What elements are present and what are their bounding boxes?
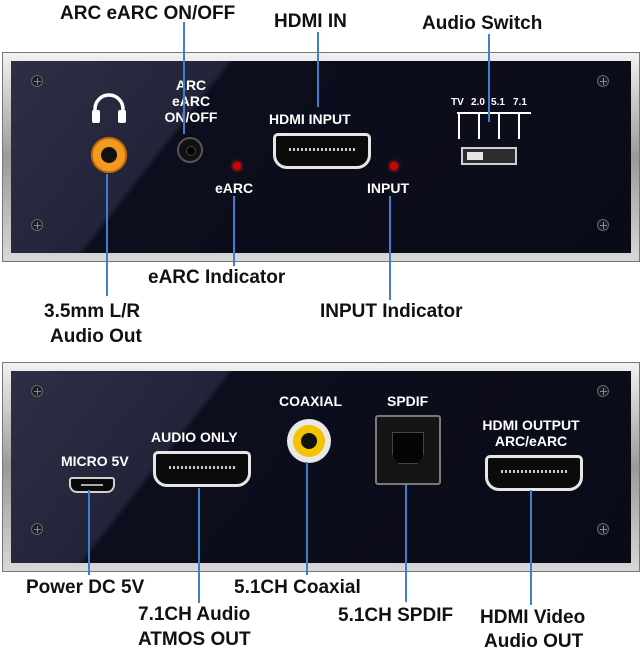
headphone-jack[interactable] [91, 137, 127, 173]
callout-hdmi-out-2: Audio OUT [484, 631, 584, 652]
switch-position-labels: TV 2.0 5.1 7.1 [451, 97, 527, 108]
hdmi-input-port[interactable] [273, 133, 371, 169]
screw [31, 219, 43, 231]
screw [31, 75, 43, 87]
screw [597, 219, 609, 231]
micro-usb-port[interactable] [69, 477, 115, 493]
switch-marks [457, 112, 531, 139]
hdmi-output-port[interactable] [485, 455, 583, 491]
callout-line [389, 196, 391, 300]
screw [597, 75, 609, 87]
earc-led [233, 162, 241, 170]
coaxial-label: COAXIAL [279, 393, 342, 409]
hdmi-audio-only-port[interactable] [153, 451, 251, 487]
callout-line [317, 32, 319, 107]
callout-power: Power DC 5V [26, 577, 145, 598]
callout-line [198, 488, 200, 603]
callout-line [106, 174, 108, 296]
callout-earc-indicator: eARC Indicator [148, 267, 286, 288]
callout-coaxial: 5.1CH Coaxial [234, 577, 361, 598]
callout-arc-onoff: ARC eARC ON/OFF [60, 3, 236, 24]
micro-5v-label: MICRO 5V [61, 453, 129, 469]
callout-line [530, 490, 532, 605]
headphones-icon [92, 93, 126, 123]
callout-line [405, 484, 407, 602]
callout-line [306, 462, 308, 575]
callout-spdif: 5.1CH SPDIF [338, 605, 454, 626]
screw [597, 385, 609, 397]
spdif-label: SPDIF [387, 393, 429, 409]
callout-atmos-1: 7.1CH Audio [138, 604, 251, 625]
callout-atmos-2: ATMOS OUT [138, 629, 251, 650]
hdmi-output-label: HDMI OUTPUT ARC/eARC [482, 417, 580, 449]
switch-slider[interactable] [467, 152, 483, 160]
callout-line [488, 34, 490, 122]
input-label: INPUT [367, 180, 409, 196]
screw [31, 385, 43, 397]
screw [597, 523, 609, 535]
callout-line [233, 196, 235, 266]
screw [31, 523, 43, 535]
callout-hdmi-in: HDMI IN [274, 11, 347, 32]
hdmi-input-label: HDMI INPUT [269, 111, 351, 127]
callout-audio-out-1: 3.5mm L/R [44, 301, 141, 322]
top-panel: ARC eARC ON/OFF eARC HDMI INPUT INPUT TV… [2, 52, 640, 262]
audio-only-label: AUDIO ONLY [151, 429, 238, 445]
coaxial-port[interactable] [287, 419, 331, 463]
arc-onoff-button[interactable] [177, 137, 203, 163]
earc-label: eARC [215, 180, 254, 196]
callout-hdmi-out-1: HDMI Video [480, 607, 586, 628]
callout-audio-switch: Audio Switch [422, 13, 543, 34]
callout-line [88, 490, 90, 575]
callout-audio-out-2: Audio Out [50, 326, 142, 347]
spdif-port[interactable] [375, 415, 441, 485]
callout-line [183, 22, 185, 134]
input-led [390, 162, 398, 170]
arc-switch-label: ARC eARC ON/OFF [164, 77, 218, 125]
callout-input-indicator: INPUT Indicator [320, 301, 463, 322]
bottom-panel: MICRO 5V AUDIO ONLY COAXIAL SPDIF HDMI O… [2, 362, 640, 572]
audio-mode-switch[interactable] [461, 147, 517, 165]
